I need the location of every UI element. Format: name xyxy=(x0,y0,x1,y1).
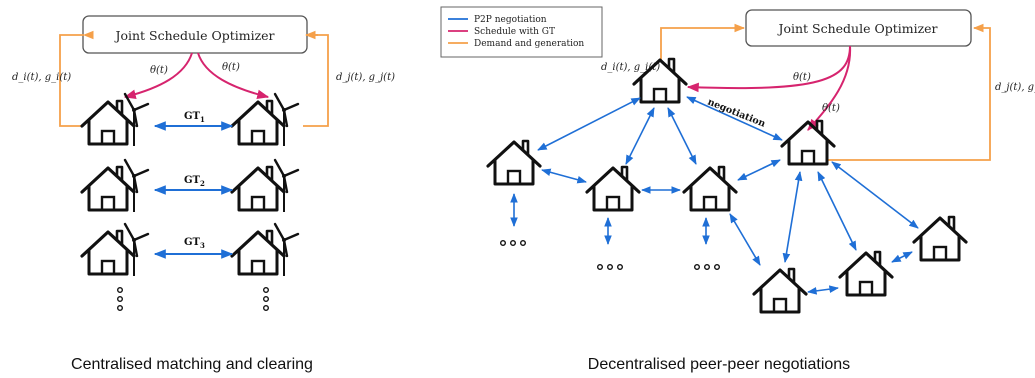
left-demand-line-i xyxy=(59,30,94,127)
p2p-arrow xyxy=(537,97,641,151)
negotiation-label: negotiation xyxy=(706,97,767,130)
p2p-arrow xyxy=(729,213,761,266)
right-theta-label-top: θ(t) xyxy=(793,72,811,83)
right-panel: P2P negotiation Schedule with GT Demand … xyxy=(440,6,1035,373)
house-icon xyxy=(752,267,808,314)
right-ellipsis-1 xyxy=(500,239,527,246)
p2p-network xyxy=(510,96,919,295)
legend-item-p2p: P2P negotiation xyxy=(448,15,547,25)
house-icon xyxy=(230,229,286,276)
house-icon xyxy=(80,99,136,146)
legend-item-schedule: Schedule with GT xyxy=(448,27,555,37)
house-icon xyxy=(230,99,286,146)
left-schedule-arrow-i xyxy=(123,52,193,99)
p2p-arrow xyxy=(737,159,781,181)
left-theta-label-j: θ(t) xyxy=(222,62,240,73)
left-ellipsis-i xyxy=(116,287,123,312)
legend-item-demand: Demand and generation xyxy=(448,39,584,49)
legend-box xyxy=(440,6,603,58)
legend-label-schedule: Schedule with GT xyxy=(474,27,555,37)
right-ellipsis-3 xyxy=(694,264,721,271)
right-side-label-j: d_j(t), g_j(t xyxy=(995,82,1035,93)
house-icon xyxy=(838,250,894,297)
right-demand-line-j xyxy=(828,23,991,161)
right-ellipsis-2 xyxy=(597,264,624,271)
p2p-arrow xyxy=(807,285,839,295)
house-icon xyxy=(80,229,136,276)
p2p-arrow xyxy=(541,168,587,184)
house-icon xyxy=(80,165,136,212)
left-optimizer-label: Joint Schedule Optimizer xyxy=(113,28,274,43)
right-schedule-arrow-i xyxy=(686,45,851,93)
house-icon xyxy=(780,119,836,166)
gt-label-1: GT1 xyxy=(184,111,205,124)
gt-label-3: GT3 xyxy=(184,237,205,250)
left-house-row-3: GT3 xyxy=(80,222,300,278)
legend-label-p2p: P2P negotiation xyxy=(474,15,547,25)
right-optimizer-label: Joint Schedule Optimizer xyxy=(776,21,937,36)
left-caption: Centralised matching and clearing xyxy=(71,356,313,373)
left-panel: Joint Schedule Optimizer d_i(t), g_i(t) … xyxy=(12,15,395,373)
house-icon xyxy=(585,165,641,212)
right-theta-label-side: θ(t) xyxy=(822,103,840,114)
house-icon xyxy=(912,215,968,262)
house-icon xyxy=(230,165,286,212)
p2p-arrow xyxy=(782,171,803,263)
left-side-label-i: d_i(t), g_i(t) xyxy=(12,72,71,83)
house-icon xyxy=(682,165,738,212)
p2p-arrow xyxy=(686,96,783,141)
right-optimizer-box xyxy=(745,9,972,47)
right-caption: Decentralised peer-peer negotiations xyxy=(588,356,850,373)
p2p-arrow xyxy=(831,161,919,229)
left-house-row-2: GT2 xyxy=(80,158,300,214)
legend-label-demand: Demand and generation xyxy=(474,39,584,49)
p2p-arrow xyxy=(667,107,697,165)
house-icon xyxy=(486,139,542,186)
p2p-arrow xyxy=(891,251,913,263)
left-schedule-arrow-j xyxy=(197,52,270,100)
gt-label-2: GT2 xyxy=(184,175,205,188)
p2p-arrow xyxy=(817,171,857,251)
right-demand-line-i xyxy=(660,23,746,62)
left-theta-label-i: θ(t) xyxy=(150,65,168,76)
left-ellipsis-j xyxy=(263,287,270,312)
right-side-label-i: d_i(t), g_i(t) xyxy=(601,62,660,73)
right-schedule-arrow-j xyxy=(807,45,852,131)
left-house-row-1: GT1 xyxy=(80,92,300,148)
p2p-arrow xyxy=(625,107,655,165)
left-side-label-j: d_j(t), g_j(t) xyxy=(336,72,395,83)
